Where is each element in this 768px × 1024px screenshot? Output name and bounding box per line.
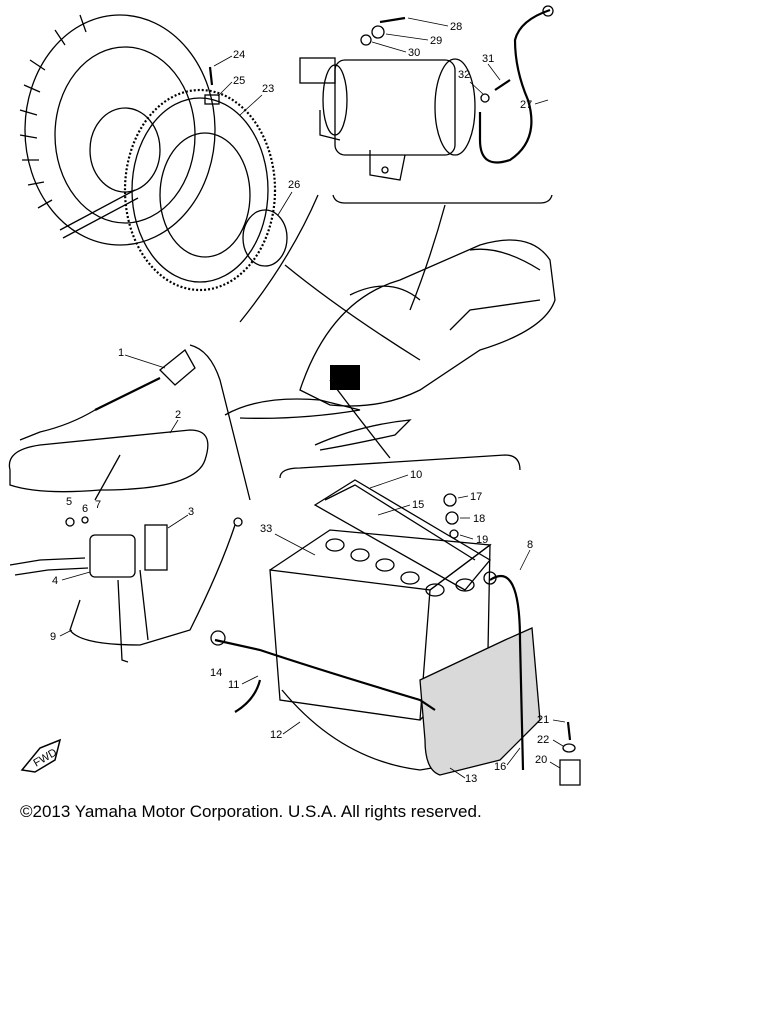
- fwd-arrow-icon: FWD: [20, 738, 62, 773]
- battery-strap-10: [313, 479, 491, 591]
- callout-12: 12: [270, 729, 282, 741]
- pointer-line-1: [284, 264, 421, 361]
- cable-9: [69, 524, 236, 646]
- callout-24: 24: [233, 49, 245, 61]
- callout-21: 21: [537, 714, 549, 726]
- main-switch: [94, 349, 196, 411]
- callout-28: 28: [450, 21, 462, 33]
- callout-13: 13: [465, 773, 477, 785]
- callout-8: 8: [527, 539, 533, 551]
- callout-25: 25: [233, 75, 245, 87]
- bolts-17-18-19: [443, 493, 459, 539]
- flywheel: [19, 14, 216, 246]
- callout-22: 22: [537, 734, 549, 746]
- washer-6: [81, 516, 89, 524]
- screw-5: [65, 517, 75, 527]
- bolt-24: [208, 66, 214, 86]
- callout-31: 31: [482, 53, 494, 65]
- starter-relay: [9, 524, 168, 663]
- parts-diagram: FWD 1 2 3 4 5 6 7 8 9 10 11 12 13 14 15 …: [8, 5, 581, 786]
- battery-terminals: [325, 538, 475, 597]
- left-divider: [189, 344, 251, 501]
- wire-harness-2: [8, 429, 209, 493]
- callout-5: 5: [66, 496, 72, 508]
- callout-20: 20: [535, 754, 547, 766]
- callout-7: 7: [95, 499, 101, 511]
- callout-18: 18: [473, 513, 485, 525]
- starter-cable: [478, 8, 551, 164]
- nut-14: [210, 630, 226, 646]
- callout-19: 19: [476, 534, 488, 546]
- section-divider: [239, 194, 319, 323]
- callout-33: 33: [260, 523, 272, 535]
- ring-gear: [123, 88, 277, 292]
- o-ring: [242, 209, 288, 267]
- callout-17: 17: [470, 491, 482, 503]
- battery-divider: [279, 454, 521, 479]
- washer-25: [204, 94, 220, 105]
- callout-11: 11: [228, 679, 239, 691]
- callout-6: 6: [82, 503, 88, 515]
- wire-lead: [94, 454, 121, 501]
- callout-23: 23: [262, 83, 274, 95]
- callout-15: 15: [412, 499, 424, 511]
- bolts-31-32: [480, 79, 511, 103]
- callout-14: 14: [210, 667, 222, 679]
- callout-30: 30: [408, 47, 420, 59]
- callout-1: 1: [118, 347, 124, 359]
- pointer-line-2: [409, 204, 446, 311]
- cable-11-end: [234, 679, 262, 713]
- starter-bracket-line: [332, 194, 553, 204]
- switch-wire: [19, 409, 96, 441]
- callout-9: 9: [50, 631, 56, 643]
- callout-10: 10: [410, 469, 422, 481]
- callout-32: 32: [458, 69, 470, 81]
- cable-8: [489, 574, 525, 771]
- starter-motor: [299, 57, 476, 181]
- callout-29: 29: [430, 35, 442, 47]
- cable-11: [214, 638, 436, 711]
- callout-16: 16: [494, 761, 506, 773]
- snowmobile: [224, 239, 556, 451]
- callout-3: 3: [188, 506, 194, 518]
- callout-26: 26: [288, 179, 300, 191]
- callout-2: 2: [175, 409, 181, 421]
- pointer-line-3: [329, 379, 391, 459]
- copyright-notice: ©2013 Yamaha Motor Corporation. U.S.A. A…: [20, 802, 482, 821]
- starter-bolts: [360, 16, 406, 46]
- bracket-20: [559, 721, 581, 786]
- battery-cover: [419, 627, 541, 776]
- battery-strap-15: [324, 484, 476, 561]
- callout-labels: 1 2 3 4 5 6 7 8 9 10 11 12 13 14 15 16 1…: [50, 17, 566, 785]
- callout-27: 27: [520, 99, 532, 111]
- callout-4: 4: [52, 575, 58, 587]
